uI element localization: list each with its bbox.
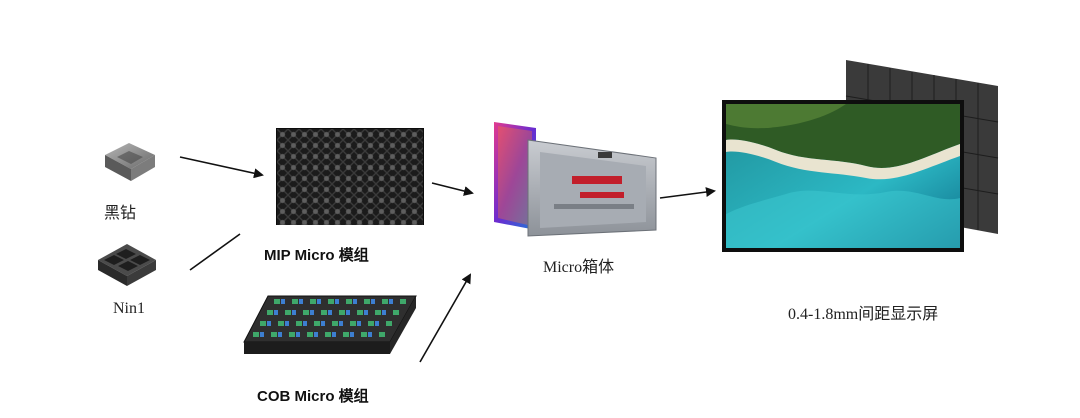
display-label: 0.4-1.8mm间距显示屏: [788, 306, 939, 323]
mip-module-icon: [276, 128, 424, 242]
label-backdrop: [238, 225, 428, 273]
arrow-cabinet-to-display: [659, 187, 716, 199]
nin1-label: Nin1: [113, 300, 145, 317]
arrow-mip-to-cabinet: [431, 182, 474, 196]
led-display-icon: [722, 100, 964, 252]
arrow-nin1-to-mip: [189, 233, 241, 271]
arrow-cob-to-cabinet: [419, 273, 471, 363]
black-diamond-label: 黑钻: [104, 203, 137, 222]
arrow-black-to-mip: [179, 156, 264, 179]
mip-module-label: MIP Micro 模组: [264, 247, 369, 264]
black-diamond-chip-icon: [105, 143, 155, 181]
led-cabinet-icon: [494, 122, 657, 237]
cabinet-label: Micro箱体: [543, 259, 615, 276]
cob-module-icon: [243, 295, 417, 354]
cob-module-label: COB Micro 模组: [257, 388, 369, 405]
nin1-chip-icon: [98, 244, 156, 286]
